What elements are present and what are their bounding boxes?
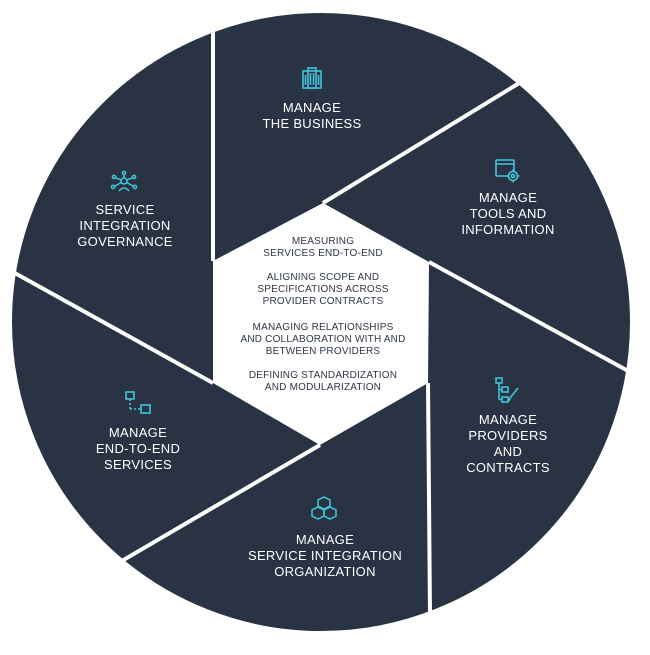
tools-settings-icon (495, 159, 520, 183)
segment-label-manage-service-integration-organization: MANAGE SERVICE INTEGRATION ORGANIZATION (247, 532, 403, 579)
segment-label-manage-tools-and-information: MANAGE TOOLS AND INFORMATION (461, 190, 555, 237)
center-item-aligning: ALIGNING SCOPE AND SPECIFICATIONS ACROSS… (257, 272, 389, 307)
center-item-defining-standardization: DEFINING STANDARDIZATION AND MODULARIZAT… (248, 370, 398, 393)
divider-6 (12, 270, 214, 385)
flow-icon (125, 391, 151, 414)
divider-3 (428, 260, 631, 374)
divider-4 (426, 382, 432, 616)
center-item-measuring: MEASURING SERVICES END-TO-END (263, 236, 383, 259)
segment-label-service-integration-governance: SERVICE INTEGRATION GOVERNANCE (77, 202, 173, 249)
divider-5 (118, 443, 322, 564)
network-hub-icon (110, 170, 138, 192)
cubes-icon (311, 496, 337, 520)
building-icon (302, 67, 322, 89)
segment-label-manage-providers-and-contracts: MANAGE PROVIDERS AND CONTRACTS (466, 412, 550, 475)
segment-label-manage-end-to-end-services: MANAGE END-TO-END SERVICES (95, 425, 181, 472)
center-item-managing-relationships: MANAGING RELATIONSHIPS AND COLLABORATION… (240, 322, 406, 357)
hierarchy-edit-icon (495, 377, 519, 403)
divider-2 (321, 80, 523, 205)
wheel-outer-ring (10, 11, 632, 633)
segment-label-manage-the-business: MANAGE THE BUSINESS (262, 100, 362, 131)
center-hexagon (213, 203, 429, 445)
